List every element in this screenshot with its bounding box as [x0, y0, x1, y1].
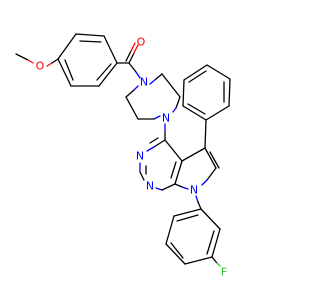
pyrrole-n-label: N — [190, 184, 198, 197]
fluorine-label: F — [221, 266, 227, 279]
methoxy-group — [15, 53, 59, 67]
piperazine-n-top-label: N — [140, 76, 148, 89]
pyrimidine-ring — [139, 123, 183, 191]
pyrimidine-n-bottom-label: N — [146, 180, 154, 193]
pyrimidine-n-left-label: N — [136, 150, 144, 163]
methoxy-oxygen-label: O — [36, 60, 45, 73]
methoxyphenyl-ring — [57, 33, 118, 87]
carbonyl-oxygen-label: O — [137, 36, 146, 49]
phenyl-ring — [182, 64, 231, 149]
fluorophenyl-ring — [165, 195, 221, 267]
molecule-structure: O O N N N N N F — [15, 33, 231, 279]
piperazine-ring — [125, 73, 181, 120]
piperazine-n-bottom-label: N — [162, 112, 170, 125]
pyrrole-ring — [174, 147, 220, 190]
carbonyl-group — [116, 42, 141, 79]
